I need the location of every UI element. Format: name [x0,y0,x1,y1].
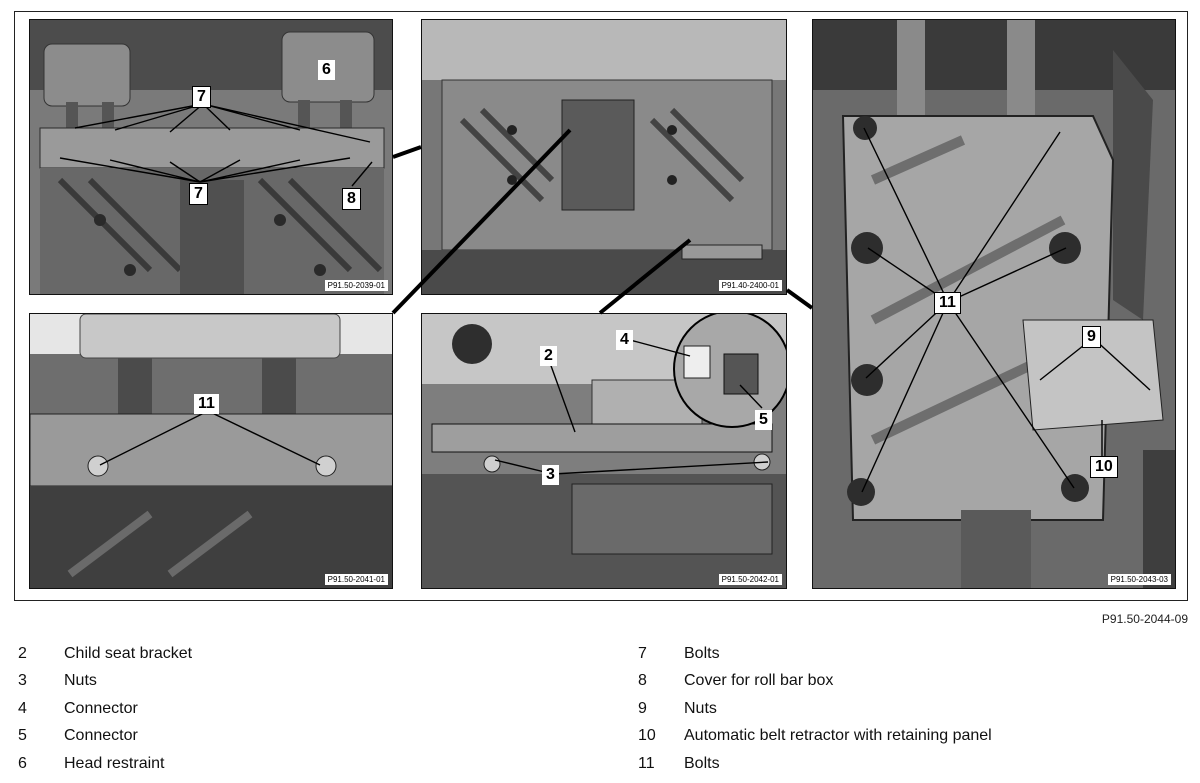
legend-label: Bolts [684,754,720,772]
photo-panel-top-middle: P91.40-2400-01 [421,19,787,295]
callout-7-lower: 7 [189,183,208,205]
photo-top-left-illustration [30,20,392,294]
legend-item: 5 Connector [18,723,192,751]
photo-top-middle-illustration [422,20,786,294]
legend-number: 11 [638,754,655,772]
legend-item: 3 Nuts [18,668,192,696]
legend-label: Connector [64,699,138,717]
photo-bottom-middle-illustration [422,314,786,588]
callout-4: 4 [616,330,633,350]
callout-9: 9 [1082,326,1101,348]
photo-code: P91.50-2043-03 [1107,574,1171,585]
legend-item: 2 Child seat bracket [18,640,192,668]
callout-8: 8 [342,188,361,210]
callout-5: 5 [755,410,772,430]
photo-code: P91.50-2039-01 [324,280,388,291]
callout-7-upper: 7 [192,86,211,108]
legend-item: 7 Bolts [638,640,992,668]
callout-2: 2 [540,346,557,366]
callout-10: 10 [1090,456,1118,478]
figure-code: P91.50-2044-09 [1101,612,1188,626]
legend-label: Child seat bracket [64,644,193,662]
photo-panel-bottom-middle: P91.50-2042-01 [421,313,787,589]
photo-bottom-left-illustration [30,314,392,588]
photo-panel-bottom-left: P91.50-2041-01 [29,313,393,589]
callout-11-right: 11 [934,292,961,314]
legend-item: 11 Bolts [638,750,992,778]
legend-label: Head restraint [64,754,165,772]
legend-item: 9 Nuts [638,695,992,723]
legend-label: Bolts [684,644,720,662]
legend-item: 4 Connector [18,695,192,723]
legend-number: 5 [18,727,27,745]
legend-number: 4 [18,699,27,717]
legend-number: 6 [18,754,27,772]
photo-panel-top-left: P91.50-2039-01 [29,19,393,295]
photo-code: P91.50-2041-01 [324,574,388,585]
photo-code: P91.50-2042-01 [718,574,782,585]
photo-right-illustration [813,20,1175,588]
legend-label: Cover for roll bar box [684,672,834,690]
legend-label: Connector [64,727,138,745]
legend-number: 9 [638,699,647,717]
callout-6: 6 [318,60,335,80]
legend-number: 7 [638,644,647,662]
legend-number: 8 [638,672,647,690]
legend-number: 10 [638,727,656,745]
legend-item: 8 Cover for roll bar box [638,668,992,696]
legend-item: 6 Head restraint [18,750,192,778]
photo-code: P91.40-2400-01 [718,280,782,291]
legend-number: 2 [18,644,27,662]
legend-label: Nuts [64,672,97,690]
photo-panel-right: P91.50-2043-03 [812,19,1176,589]
legend-label: Automatic belt retractor with retaining … [684,727,992,745]
callout-11-bottom-left: 11 [194,394,219,414]
callout-3: 3 [542,465,559,485]
legend-item: 10 Automatic belt retractor with retainin… [638,723,992,751]
legend-number: 3 [18,672,27,690]
legend-label: Nuts [684,699,717,717]
